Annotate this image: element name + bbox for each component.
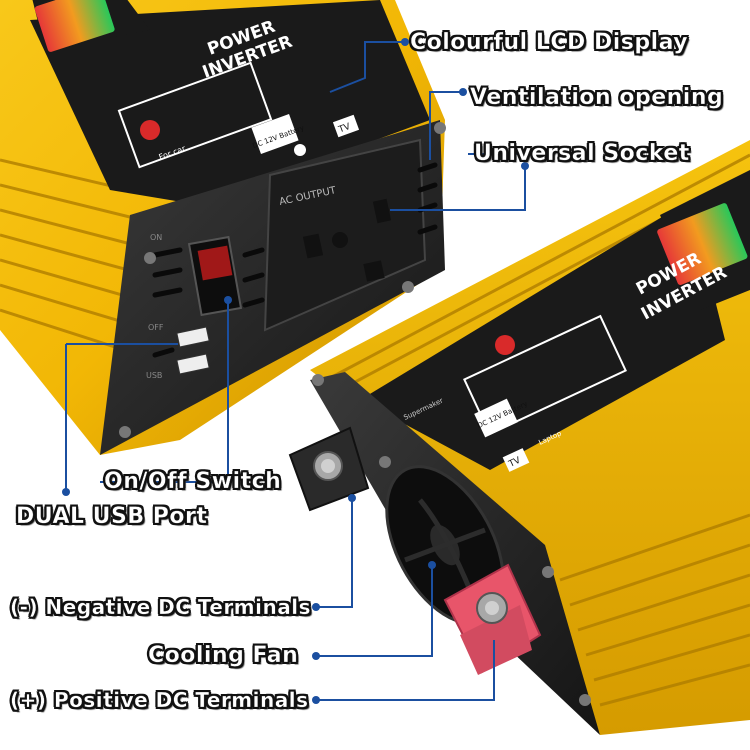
switch-off-text: OFF	[148, 323, 164, 332]
callout-lcd-display: Colourful LCD Display	[410, 30, 689, 55]
lcd-screen-bottom	[657, 203, 748, 286]
callout-line-ventilation	[429, 91, 463, 160]
negative-dc-terminal	[288, 426, 370, 512]
usb-text: USB	[146, 371, 162, 380]
callout-on-off-switch: On/Off Switch	[104, 469, 282, 494]
front-label-panel-bottom: POWER INVERTER DC 12V Battery TV Laptop …	[360, 170, 750, 472]
callout-line-lcd	[329, 41, 405, 93]
end-plate-screws-bottom	[312, 374, 591, 706]
end-plate-screws-top	[119, 122, 446, 438]
callout-universal-socket: Universal Socket	[474, 141, 690, 166]
callout-line-positive	[316, 640, 495, 701]
callout-cooling-fan: Cooling Fan	[148, 643, 299, 668]
switch-on-text: ON	[150, 233, 162, 242]
callout-negative-dc-terminals: (-) Negative DC Terminals	[10, 595, 311, 619]
callout-dots	[62, 38, 529, 704]
usb-port-2	[176, 353, 210, 375]
inverter-unit-bottom: POWER INVERTER DC 12V Battery TV Laptop …	[288, 140, 750, 735]
callout-line-fan	[316, 565, 433, 657]
tv-text-top: TV	[337, 122, 353, 136]
socket-holes	[302, 198, 392, 282]
callout-ventilation-opening: Ventilation opening	[470, 85, 724, 110]
callout-lines	[65, 41, 526, 701]
usb-port-1	[176, 326, 210, 348]
ventilation-slits-top	[152, 162, 438, 358]
callout-dual-usb-port: DUAL USB Port	[16, 504, 208, 529]
lcd-screen-top	[34, 0, 115, 52]
callout-line-switch	[100, 300, 229, 483]
positive-dc-terminal	[443, 563, 542, 675]
inverter-unit-top: POWER INVERTER DC 12V Battery For car TV…	[0, 0, 446, 455]
callout-line-negative	[316, 498, 353, 608]
callout-positive-dc-terminals: (+) Positive DC Terminals	[10, 688, 309, 712]
callout-line-socket	[390, 153, 526, 211]
